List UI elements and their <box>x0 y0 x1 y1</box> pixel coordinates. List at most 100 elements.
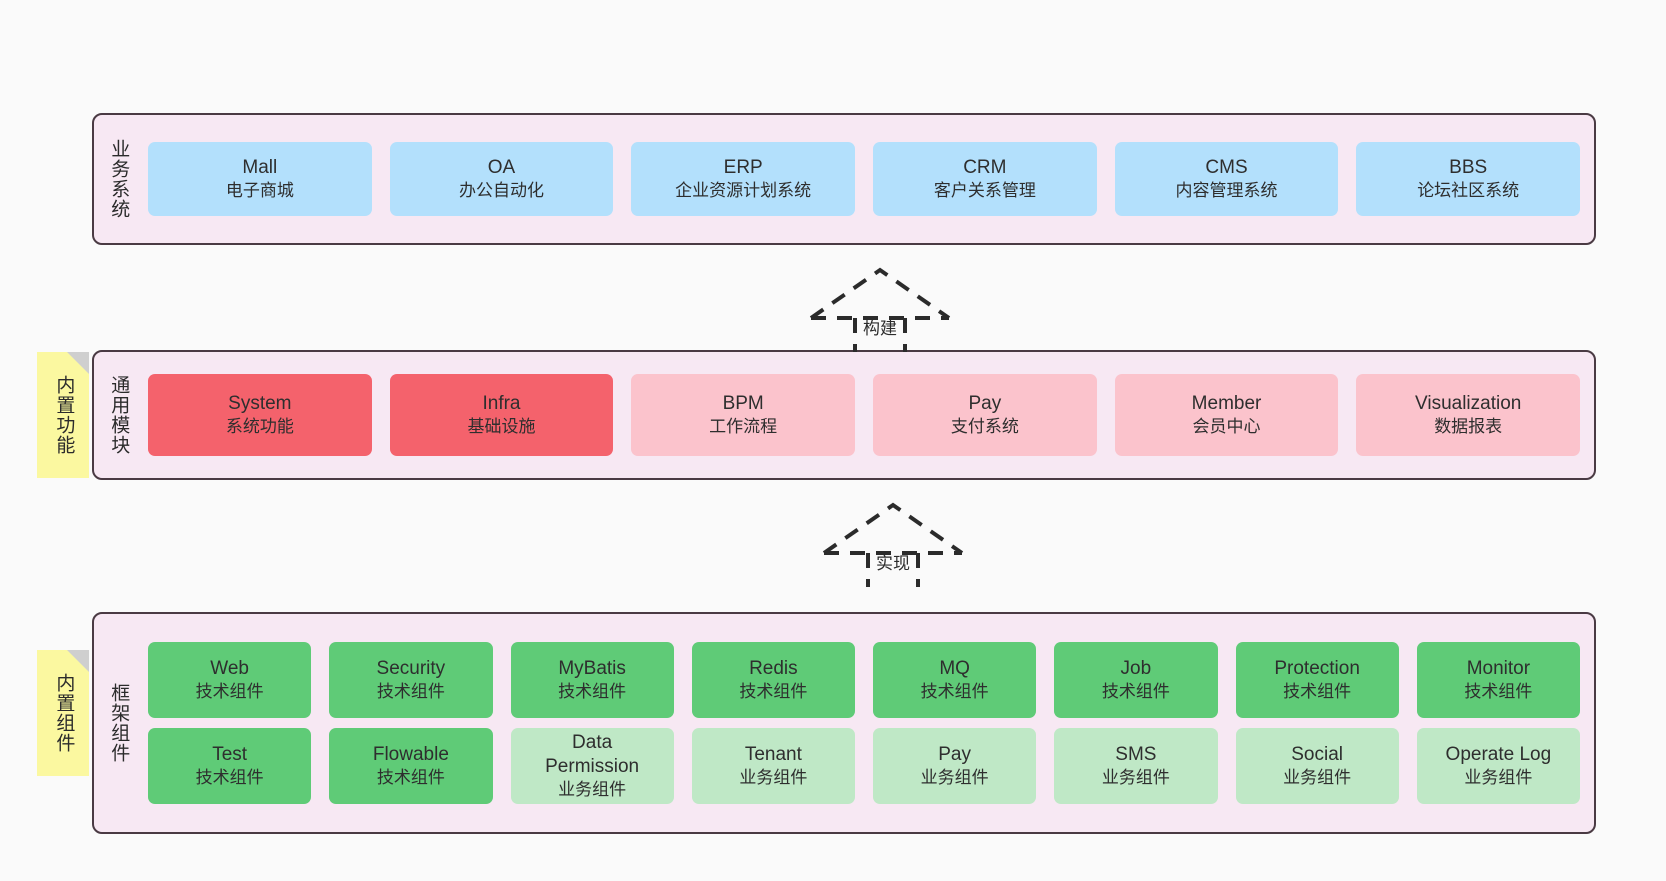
tile-tenant-cn: 业务组件 <box>739 768 808 788</box>
tile-pay-module-en: Pay <box>968 392 1002 414</box>
framework-business-row: Test 技术组件 Flowable 技术组件 Data Permission … <box>148 728 1580 804</box>
tile-sms-cn: 业务组件 <box>1101 768 1170 788</box>
tile-test-cn: 技术组件 <box>195 768 264 788</box>
tile-test[interactable]: Test 技术组件 <box>148 728 312 804</box>
tile-redis[interactable]: Redis 技术组件 <box>691 642 855 718</box>
tile-member-cn: 会员中心 <box>1192 417 1261 437</box>
tile-pay-module[interactable]: Pay 支付系统 <box>873 374 1097 456</box>
note-builtin-function-label: 内置功能 <box>53 375 75 455</box>
tile-security-cn: 技术组件 <box>376 682 445 702</box>
tile-tenant[interactable]: Tenant 业务组件 <box>691 728 855 804</box>
tile-data-permission-en: Data Permission <box>545 731 640 778</box>
tile-oa-en: OA <box>487 156 516 178</box>
tile-protection-en: Protection <box>1274 657 1360 679</box>
modules-tile-row: System 系统功能 Infra 基础设施 BPM 工作流程 Pay 支付系统… <box>148 374 1581 456</box>
layer-modules-title: 通用模块 <box>108 375 130 455</box>
tile-system-cn: 系统功能 <box>225 417 294 437</box>
tile-mq-en: MQ <box>939 657 970 679</box>
layer-framework-components: 框架组件 Web 技术组件 Security 技术组件 MyBatis 技术组件… <box>92 612 1596 834</box>
tile-security[interactable]: Security 技术组件 <box>329 642 493 718</box>
note-builtin-component-label: 内置组件 <box>53 673 75 753</box>
tile-social-en: Social <box>1291 743 1343 765</box>
layer-framework-body: Web 技术组件 Security 技术组件 MyBatis 技术组件 Redi… <box>142 614 1594 832</box>
layer-modules-body: System 系统功能 Infra 基础设施 BPM 工作流程 Pay 支付系统… <box>142 352 1594 478</box>
generalization-arrow-implement: 实现 <box>813 497 973 587</box>
tile-operate-log-en: Operate Log <box>1445 743 1552 765</box>
tile-bpm-cn: 工作流程 <box>709 417 778 437</box>
tile-pay-module-cn: 支付系统 <box>950 417 1019 437</box>
tile-mall-en: Mall <box>242 156 278 178</box>
tile-flowable-en: Flowable <box>372 743 449 765</box>
tile-web-cn: 技术组件 <box>195 682 264 702</box>
layer-business-body: Mall 电子商城 OA 办公自动化 ERP 企业资源计划系统 CRM 客户关系… <box>142 115 1594 243</box>
layer-framework-title: 框架组件 <box>108 683 130 763</box>
tile-member[interactable]: Member 会员中心 <box>1114 374 1339 456</box>
framework-tech-row: Web 技术组件 Security 技术组件 MyBatis 技术组件 Redi… <box>148 642 1580 718</box>
tile-mybatis-cn: 技术组件 <box>558 682 627 702</box>
tile-job-en: Job <box>1120 657 1152 679</box>
tile-infra-en: Infra <box>482 392 521 414</box>
tile-mq-cn: 技术组件 <box>920 682 989 702</box>
tile-visualization[interactable]: Visualization 数据报表 <box>1356 374 1581 456</box>
tile-infra[interactable]: Infra 基础设施 <box>389 374 614 456</box>
tile-pay-component-cn: 业务组件 <box>920 768 989 788</box>
tile-bpm-en: BPM <box>722 392 764 414</box>
tile-data-permission-cn: 业务组件 <box>558 780 627 800</box>
tile-web[interactable]: Web 技术组件 <box>148 642 312 718</box>
tile-pay-component-en: Pay <box>938 743 971 765</box>
tile-security-en: Security <box>376 657 446 679</box>
tile-erp-cn: 企业资源计划系统 <box>675 181 812 201</box>
tile-monitor-cn: 技术组件 <box>1464 682 1533 702</box>
tile-erp-en: ERP <box>723 156 763 178</box>
tile-redis-cn: 技术组件 <box>739 682 808 702</box>
tile-bpm[interactable]: BPM 工作流程 <box>631 374 856 456</box>
tile-infra-cn: 基础设施 <box>467 417 536 437</box>
business-tile-row: Mall 电子商城 OA 办公自动化 ERP 企业资源计划系统 CRM 客户关系… <box>148 142 1581 216</box>
tile-mq[interactable]: MQ 技术组件 <box>873 642 1037 718</box>
tile-crm-en: CRM <box>963 156 1007 178</box>
tile-erp[interactable]: ERP 企业资源计划系统 <box>631 142 856 216</box>
tile-mybatis-en: MyBatis <box>558 657 626 679</box>
tile-crm[interactable]: CRM 客户关系管理 <box>873 142 1097 216</box>
tile-crm-cn: 客户关系管理 <box>933 181 1036 201</box>
tile-oa-cn: 办公自动化 <box>459 181 544 201</box>
tile-sms-en: SMS <box>1115 743 1157 765</box>
tile-mybatis[interactable]: MyBatis 技术组件 <box>510 642 674 718</box>
arrow-build-label: 构建 <box>863 319 897 338</box>
layer-common-modules: 通用模块 System 系统功能 Infra 基础设施 BPM 工作流程 Pay <box>92 350 1596 480</box>
tile-job-cn: 技术组件 <box>1101 682 1170 702</box>
tile-social[interactable]: Social 业务组件 <box>1235 728 1399 804</box>
note-fold-corner-icon <box>67 650 89 672</box>
tile-operate-log[interactable]: Operate Log 业务组件 <box>1416 728 1580 804</box>
generalization-arrow-build: 构建 <box>800 262 960 352</box>
tile-cms[interactable]: CMS 内容管理系统 <box>1114 142 1339 216</box>
tile-data-permission[interactable]: Data Permission 业务组件 <box>510 728 674 804</box>
tile-mall-cn: 电子商城 <box>225 181 294 201</box>
tile-flowable[interactable]: Flowable 技术组件 <box>329 728 493 804</box>
tile-cms-en: CMS <box>1205 156 1248 178</box>
tile-operate-log-cn: 业务组件 <box>1464 768 1533 788</box>
tile-bbs-en: BBS <box>1449 156 1488 178</box>
tile-pay-component[interactable]: Pay 业务组件 <box>873 728 1037 804</box>
note-builtin-component: 内置组件 <box>37 650 89 776</box>
tile-protection-cn: 技术组件 <box>1283 682 1352 702</box>
tile-monitor[interactable]: Monitor 技术组件 <box>1416 642 1580 718</box>
tile-member-en: Member <box>1191 392 1262 414</box>
tile-tenant-en: Tenant <box>744 743 802 765</box>
note-builtin-function: 内置功能 <box>37 352 89 478</box>
tile-system-en: System <box>228 392 292 414</box>
tile-job[interactable]: Job 技术组件 <box>1054 642 1218 718</box>
tile-protection[interactable]: Protection 技术组件 <box>1235 642 1399 718</box>
tile-test-en: Test <box>212 743 248 765</box>
tile-flowable-cn: 技术组件 <box>376 768 445 788</box>
tile-system[interactable]: System 系统功能 <box>148 374 372 456</box>
note-fold-corner-icon <box>67 352 89 374</box>
tile-visualization-cn: 数据报表 <box>1434 417 1503 437</box>
tile-oa[interactable]: OA 办公自动化 <box>389 142 614 216</box>
tile-bbs[interactable]: BBS 论坛社区系统 <box>1356 142 1581 216</box>
tile-sms[interactable]: SMS 业务组件 <box>1054 728 1218 804</box>
tile-web-en: Web <box>210 657 249 679</box>
tile-bbs-cn: 论坛社区系统 <box>1417 181 1520 201</box>
arrow-implement-label: 实现 <box>876 554 910 573</box>
tile-mall[interactable]: Mall 电子商城 <box>148 142 372 216</box>
